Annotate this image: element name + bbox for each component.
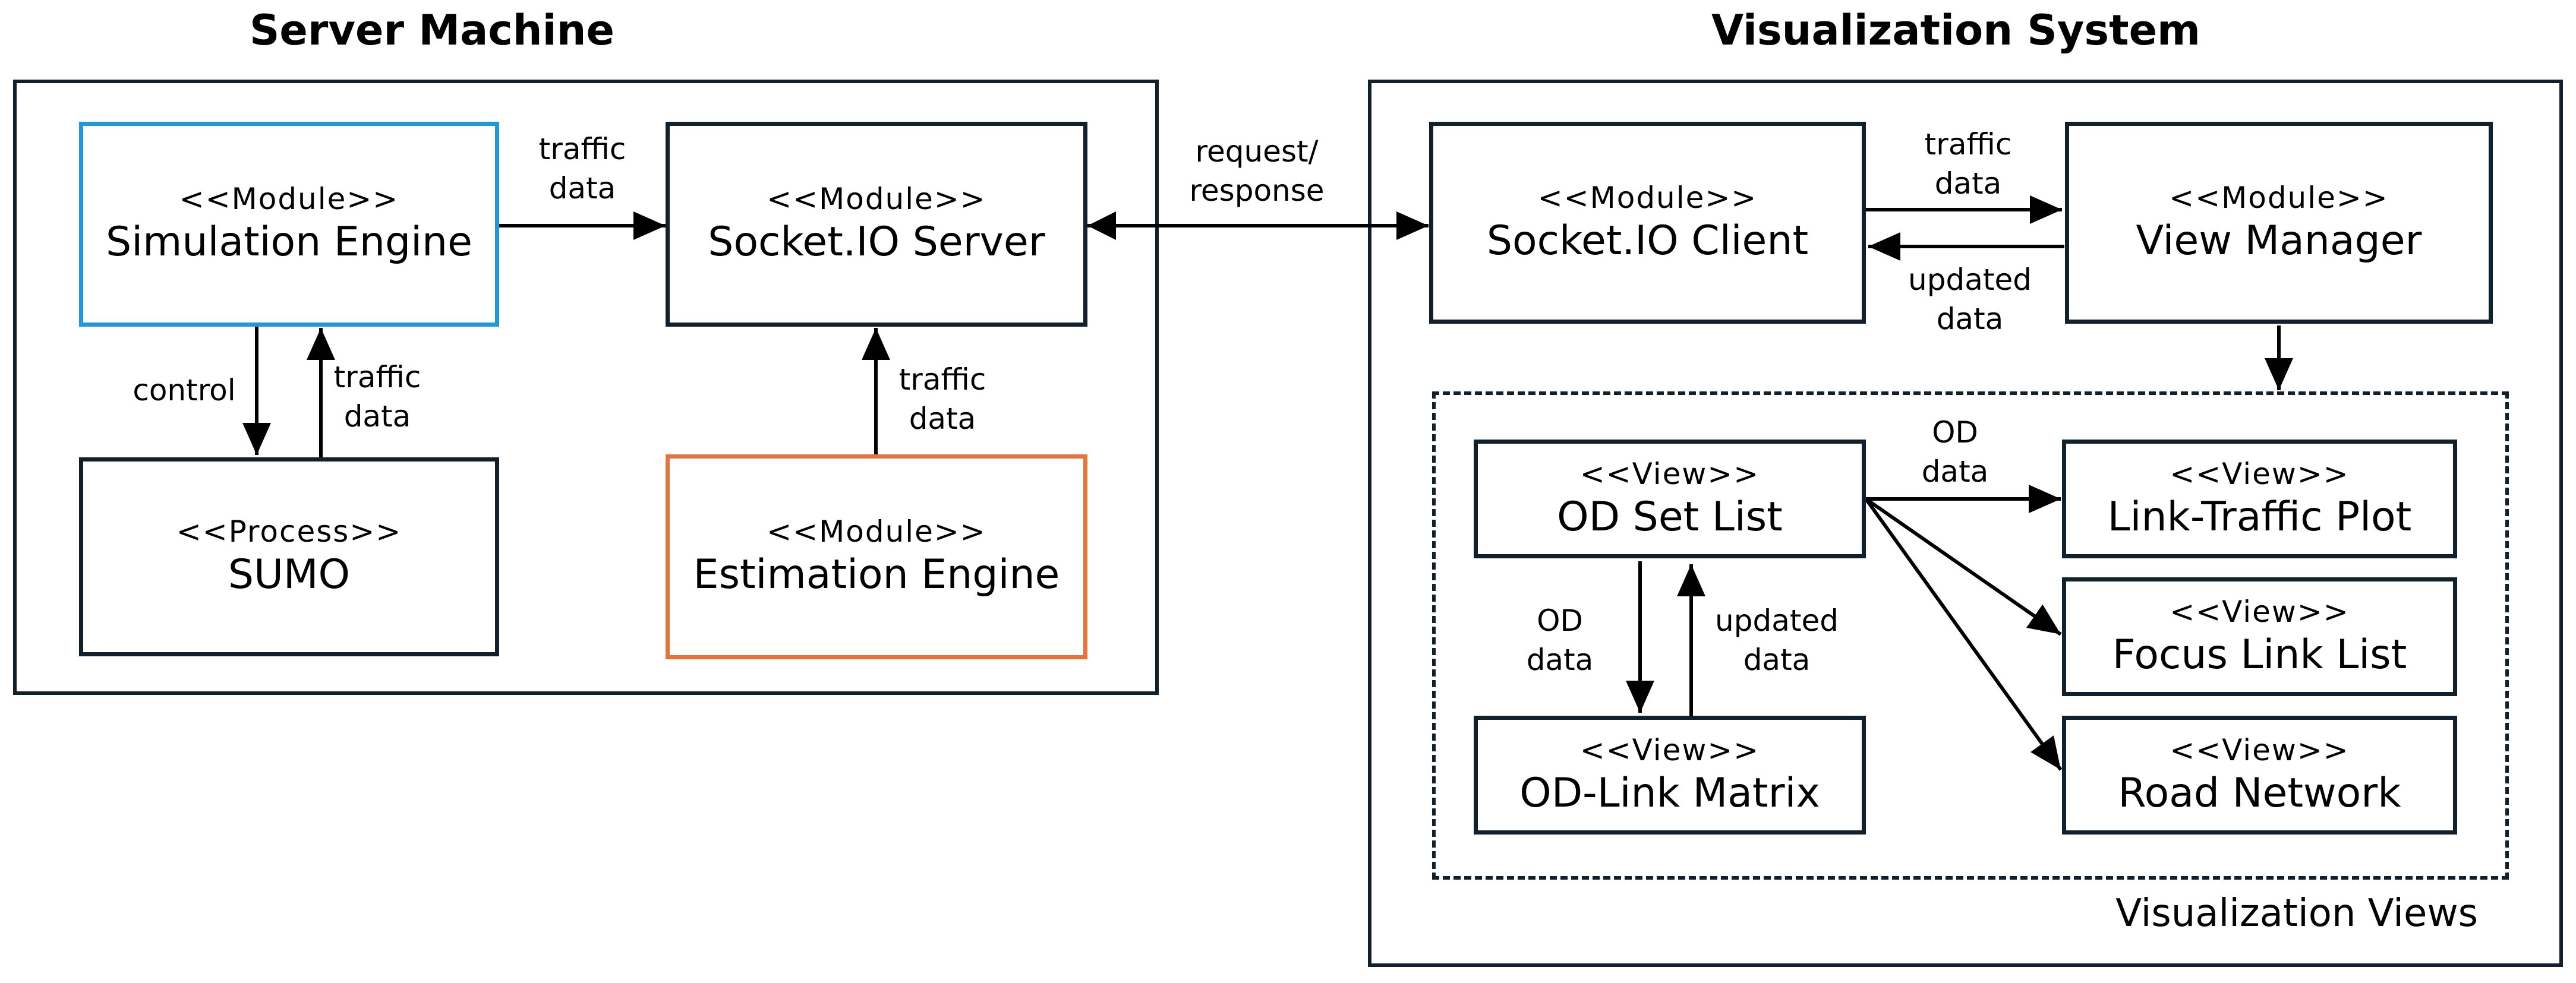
node-stereotype: <<Module>>	[179, 182, 399, 216]
server-machine-container	[13, 80, 1159, 695]
node-name: OD Set List	[1557, 493, 1783, 541]
node-name: View Manager	[2136, 217, 2422, 264]
node-name: Link-Traffic Plot	[2107, 493, 2412, 541]
edge-label-sim-to-sumo: control	[133, 373, 236, 407]
edge-label-server-client: request/response	[1189, 134, 1325, 208]
socketio-server-module: <<Module>> Socket.IO Server	[666, 122, 1087, 327]
node-name: Socket.IO Client	[1486, 217, 1809, 264]
node-stereotype: <<View>>	[1579, 732, 1760, 767]
node-name: Socket.IO Server	[708, 219, 1045, 265]
socketio-client-module: <<Module>> Socket.IO Client	[1429, 122, 1866, 324]
node-stereotype: <<View>>	[2170, 732, 2350, 767]
node-name: Estimation Engine	[693, 551, 1060, 598]
server-machine-title: Server Machine	[250, 6, 614, 55]
link-traffic-plot-view: <<View>> Link-Traffic Plot	[2062, 440, 2457, 558]
node-name: SUMO	[228, 551, 351, 598]
view-manager-module: <<Module>> View Manager	[2065, 122, 2493, 324]
od-link-matrix-view: <<View>> OD-Link Matrix	[1474, 716, 1866, 835]
node-stereotype: <<View>>	[2170, 594, 2350, 629]
node-stereotype: <<Module>>	[767, 514, 986, 549]
node-stereotype: <<Module>>	[1537, 180, 1758, 215]
node-name: Road Network	[2118, 769, 2401, 817]
estimation-engine-module: <<Module>> Estimation Engine	[666, 454, 1087, 659]
node-stereotype: <<View>>	[2170, 456, 2350, 491]
road-network-view: <<View>> Road Network	[2062, 716, 2457, 835]
node-stereotype: <<View>>	[1579, 456, 1760, 491]
node-stereotype: <<Module>>	[2169, 180, 2389, 215]
visualization-views-caption: Visualization Views	[2115, 892, 2478, 935]
visualization-system-title: Visualization System	[1711, 6, 2200, 55]
node-name: OD-Link Matrix	[1519, 769, 1820, 817]
focus-link-list-view: <<View>> Focus Link List	[2062, 577, 2457, 696]
visualization-system-container	[1368, 80, 2563, 967]
arrow-odset-to-roadnetwork	[1864, 498, 2063, 771]
node-name: Focus Link List	[2112, 631, 2407, 678]
node-stereotype: <<Module>>	[767, 182, 986, 216]
sumo-process: <<Process>> SUMO	[79, 457, 499, 656]
simulation-engine-module: <<Module>> Simulation Engine	[79, 122, 499, 327]
node-stereotype: <<Process>>	[176, 514, 402, 549]
visualization-views-group	[1432, 391, 2509, 880]
od-set-list-view: <<View>> OD Set List	[1474, 440, 1866, 558]
arrow-odset-to-focuslink	[1865, 497, 2062, 636]
node-name: Simulation Engine	[106, 219, 472, 265]
